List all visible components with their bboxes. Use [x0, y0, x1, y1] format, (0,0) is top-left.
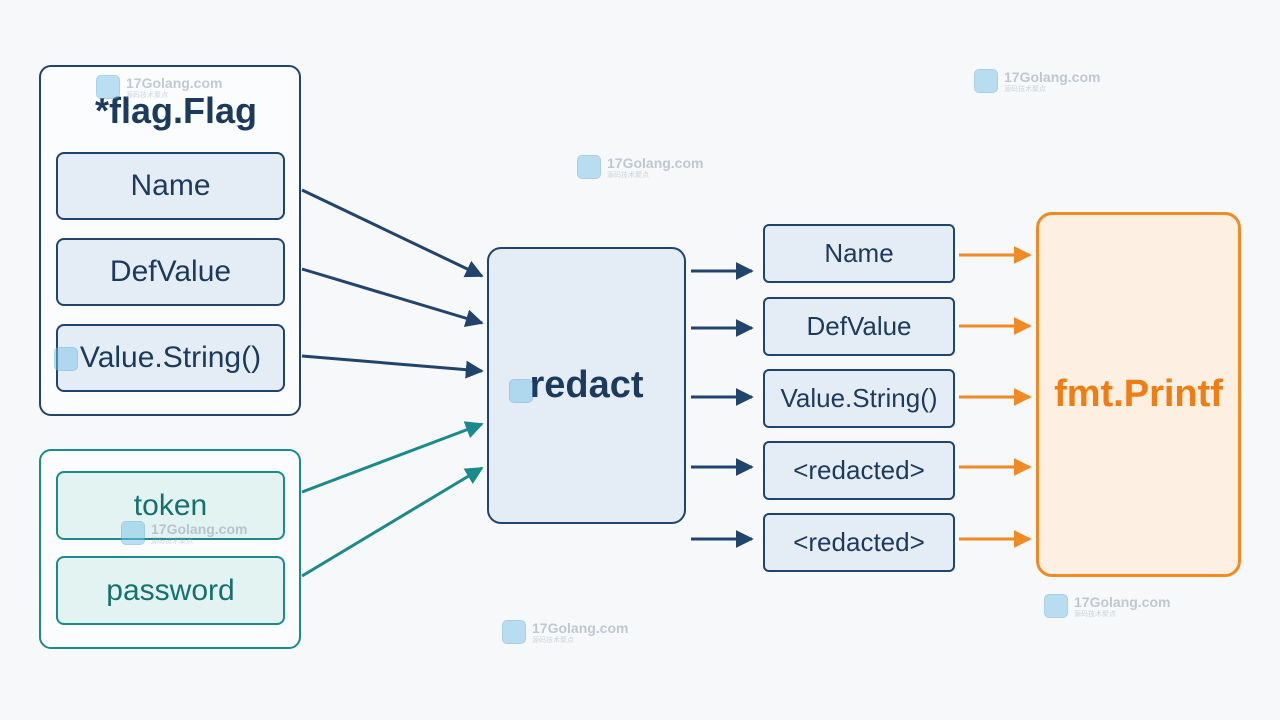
- redact-function-box: redact: [487, 247, 686, 524]
- redact-label: redact: [529, 364, 644, 406]
- output-redacted-token: <redacted>: [763, 441, 955, 500]
- arrow-valuestring-to-redact: [301, 354, 484, 379]
- output-name: Name: [763, 224, 955, 283]
- field-defvalue: DefValue: [56, 238, 285, 306]
- printf-label: fmt.Printf: [1054, 373, 1223, 415]
- field-name: Name: [56, 152, 285, 220]
- field-value-string: Value.String(): [56, 324, 285, 392]
- field-token: token: [56, 471, 285, 540]
- output-value-string: Value.String(): [763, 369, 955, 428]
- output-defvalue: DefValue: [763, 297, 955, 356]
- flag-struct-title: *flag.Flag: [95, 90, 258, 131]
- arrow-name-to-redact: [301, 188, 484, 278]
- output-redacted-password: <redacted>: [763, 513, 955, 572]
- arrow-password-to-redact: [301, 466, 484, 578]
- arrow-defvalue-to-redact: [301, 267, 484, 327]
- printf-sink-box: fmt.Printf: [1036, 212, 1241, 577]
- field-password: password: [56, 556, 285, 625]
- arrow-token-to-redact: [301, 421, 484, 494]
